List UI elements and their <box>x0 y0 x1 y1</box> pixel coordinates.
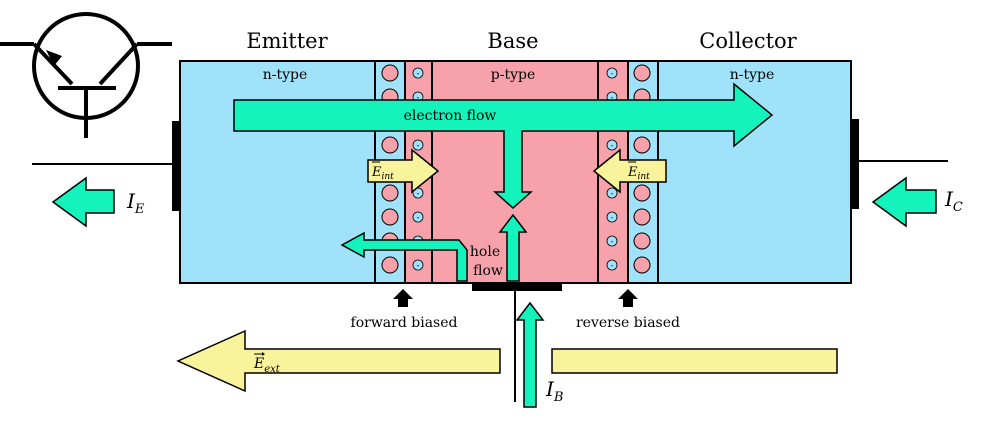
reverse-biased-label: reverse biased <box>576 315 680 331</box>
emitter-label: Emitter <box>246 29 328 53</box>
minus-sign: - <box>417 69 420 78</box>
collector-contact <box>851 119 859 209</box>
minus-sign: - <box>417 93 420 102</box>
svg-text:Eint: Eint <box>627 165 650 182</box>
base-contact <box>472 283 562 291</box>
minus-sign: - <box>417 261 420 270</box>
minus-sign: - <box>611 93 614 102</box>
acceptor-ion <box>412 139 424 151</box>
hole-flow-arrow <box>340 231 468 282</box>
collector-internal-field-arrow: Eint <box>592 148 667 194</box>
donor-ion <box>633 208 651 226</box>
donor-ion <box>633 184 651 202</box>
donor-ion <box>381 256 399 274</box>
donor-ion <box>381 184 399 202</box>
npn-transistor-symbol <box>0 12 172 138</box>
electron-flow-label: electron flow <box>404 108 497 124</box>
base-current-arrow <box>515 301 545 408</box>
electron-flow-arrow <box>233 82 774 210</box>
minus-sign: - <box>611 237 614 246</box>
svg-text:Eext: Eext <box>253 356 281 375</box>
acceptor-ion <box>606 211 618 223</box>
minus-sign: - <box>611 261 614 270</box>
forward-bias-pointer <box>393 289 413 307</box>
minus-sign: - <box>611 141 614 150</box>
external-field-label: Eext <box>253 352 281 375</box>
collector-region <box>658 61 851 283</box>
minus-sign: - <box>611 69 614 78</box>
terminals <box>32 119 948 402</box>
base-doping-label: p-type <box>491 67 535 83</box>
donor-ion <box>633 64 651 82</box>
acceptor-ion <box>606 139 618 151</box>
collector-current-arrow <box>871 176 937 228</box>
donor-ion <box>633 232 651 250</box>
minus-sign: - <box>611 189 614 198</box>
acceptor-ion <box>606 187 618 199</box>
collector-doping-label: n-type <box>730 67 775 83</box>
base-inflow-arrow <box>498 213 528 282</box>
emitter-current-arrow <box>51 176 115 228</box>
donor-ion <box>381 64 399 82</box>
minus-sign: - <box>417 141 420 150</box>
emitter-current-label: IE <box>126 189 145 217</box>
emitter-contact <box>172 121 180 211</box>
donor-ion <box>381 208 399 226</box>
external-field-arrow: Eext <box>176 329 838 393</box>
base-current-label: IB <box>545 377 563 405</box>
hole-flow-label-line1: hole <box>470 244 500 260</box>
forward-biased-label: forward biased <box>351 315 458 331</box>
donor-ion <box>633 136 651 154</box>
svg-text:Eint: Eint <box>371 165 394 182</box>
collector-current-label: IC <box>944 187 963 215</box>
hole-flow-label-line2: flow <box>473 263 503 279</box>
minus-sign: - <box>417 213 420 222</box>
acceptor-ion <box>412 67 424 79</box>
base-label: Base <box>487 29 538 53</box>
emitter-doping-label: n-type <box>263 67 308 83</box>
minus-sign: - <box>417 189 420 198</box>
minus-sign: - <box>611 213 614 222</box>
acceptor-ion <box>606 235 618 247</box>
reverse-bias-pointer <box>618 289 638 307</box>
emitter-internal-field-arrow: Eint <box>367 148 440 194</box>
acceptor-ion <box>412 259 424 271</box>
collector-label: Collector <box>699 29 797 53</box>
acceptor-ion <box>606 67 618 79</box>
emitter-region <box>180 61 375 283</box>
acceptor-ion <box>412 211 424 223</box>
donor-ion <box>633 256 651 274</box>
donor-ion <box>381 136 399 154</box>
acceptor-ion <box>606 259 618 271</box>
